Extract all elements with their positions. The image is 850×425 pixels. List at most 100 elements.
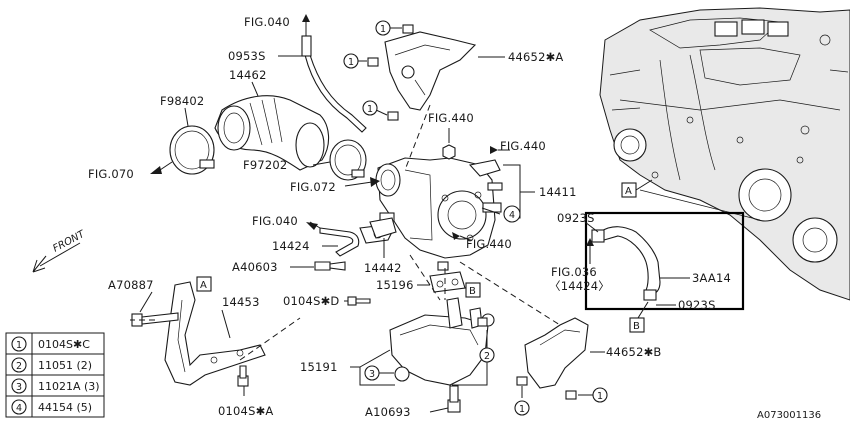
callout-a10693: A10693 [365, 405, 411, 419]
callout-0104sd: 0104S✱D [283, 294, 339, 308]
callout-15191: 15191 [300, 360, 338, 374]
gasket-15196-part [429, 271, 466, 293]
bolt-bottom-1-part [516, 376, 528, 386]
marker-number: 2 [484, 351, 490, 362]
hose-3aa14-part [591, 226, 661, 301]
callout-0923s-bot: 0923S [678, 298, 716, 312]
gasket-14442-part [369, 217, 397, 239]
bolt-a10693-part [447, 385, 461, 413]
bolt-top-1-part [402, 24, 414, 34]
bolt-top-3-part [387, 111, 399, 121]
rod-0953s-part [304, 54, 367, 133]
marker-number: 1 [348, 57, 354, 68]
legend-row-num: 4 [16, 403, 22, 414]
marker-circle [503, 205, 521, 223]
callout-fig440-b: FIG.440 [500, 139, 546, 153]
callout-fig440-a: FIG.440 [428, 111, 474, 125]
callout-0104sa: 0104S✱A [218, 404, 273, 418]
legend-row-num: 2 [16, 361, 22, 372]
callout-0953s: 0953S [228, 49, 266, 63]
callout-labels: FIG.040 0953S 14462 F98402 FIG.070 F9720… [88, 15, 821, 421]
bolt-drain-part [477, 317, 488, 327]
callout-14442: 14442 [364, 261, 402, 275]
marker-circle [364, 365, 380, 381]
ref-box-a-engine [621, 182, 637, 198]
callout-f98402: F98402 [160, 94, 204, 108]
callout-15196: 15196 [376, 278, 414, 292]
callout-fig070: FIG.070 [88, 167, 134, 181]
turbocharger-part [375, 157, 503, 259]
legend-row-num: 1 [16, 340, 22, 351]
front-direction-indicator: FRONT [32, 228, 87, 273]
bolt-0104sa-part [237, 365, 249, 387]
reference-markers: A B A B [196, 182, 645, 333]
callout-fig040-top: FIG.040 [244, 15, 290, 29]
ref-box-b [465, 282, 481, 298]
heat-shield-b-part [524, 317, 589, 389]
callout-14462: 14462 [229, 68, 267, 82]
marker-number: 1 [519, 404, 525, 415]
ref-label-b: B [469, 286, 476, 297]
marker-number: 3 [369, 369, 375, 380]
callout-44652a: 44652✱A [508, 50, 564, 64]
callout-14424: 14424 [272, 239, 310, 253]
ref-label-b-hose: B [633, 321, 640, 332]
clamp-f97202-part [329, 139, 367, 181]
callout-0923s-top: 0923S [557, 211, 595, 225]
highlight-box [584, 211, 745, 311]
callout-a40603: A40603 [232, 260, 278, 274]
ref-label-a-engine: A [625, 186, 632, 197]
ref-label-a: A [200, 280, 207, 291]
bolt-bottom-2-part [565, 390, 577, 400]
legend-row-part: 0104S✱C [38, 338, 90, 351]
intake-duct-part [214, 95, 330, 171]
callout-14411: 14411 [539, 185, 577, 199]
marker-circle [375, 20, 391, 36]
bolt-top-2-part [367, 57, 379, 67]
callout-3aa14: 3AA14 [692, 271, 731, 285]
ref-box-a [196, 276, 212, 292]
front-label: FRONT [51, 228, 87, 254]
callout-14424-ref: 〈14424〉 [549, 279, 610, 293]
callout-fig440-c: FIG.440 [466, 237, 512, 251]
marker-number: 4 [509, 210, 515, 221]
marker-circle [479, 347, 495, 363]
marker-number: 1 [597, 391, 603, 402]
legend-row-part: 44154 (5) [38, 401, 92, 414]
callout-fig036: FIG.036 [551, 265, 597, 279]
rod-top-part [301, 35, 312, 57]
marker-circle [362, 100, 378, 116]
washer-part [394, 366, 410, 382]
legend-row-part: 11021A (3) [38, 380, 100, 393]
callout-fig072: FIG.072 [290, 180, 336, 194]
bracket-14453-part [164, 281, 266, 386]
legend-row-marker [11, 357, 27, 373]
marker-circle [592, 387, 608, 403]
oil-drain-15191-part [389, 297, 495, 386]
legend-row-marker [11, 378, 27, 394]
heat-shield-a-part [384, 31, 477, 111]
marker-number: 1 [367, 104, 373, 115]
marker-circle [343, 53, 359, 69]
marker-number: 1 [380, 24, 386, 35]
ref-box-b-hose [629, 317, 645, 333]
legend-table: 1 0104S✱C 2 11051 (2) 3 11021A (3) 4 441… [5, 332, 105, 418]
marker-circle [514, 400, 530, 416]
legend-row-num: 3 [16, 382, 22, 393]
engine-block-illustration [599, 7, 850, 301]
circled-markers: 1 1 1 4 3 2 1 1 [343, 20, 608, 416]
callout-14453: 14453 [222, 295, 260, 309]
callout-a70887: A70887 [108, 278, 154, 292]
legend-row-part: 11051 (2) [38, 359, 92, 372]
legend-row-marker [11, 399, 27, 415]
clamp-f98402-part [169, 125, 215, 175]
callout-f97202: F97202 [243, 158, 287, 172]
legend-row-marker [11, 336, 27, 352]
bolt-0104sd-part [347, 296, 371, 306]
nut-part [442, 144, 456, 160]
callout-fig040-mid: FIG.040 [252, 214, 298, 228]
diagram-id: A073001136 [757, 410, 821, 421]
bolt-a40603-part [314, 261, 346, 271]
